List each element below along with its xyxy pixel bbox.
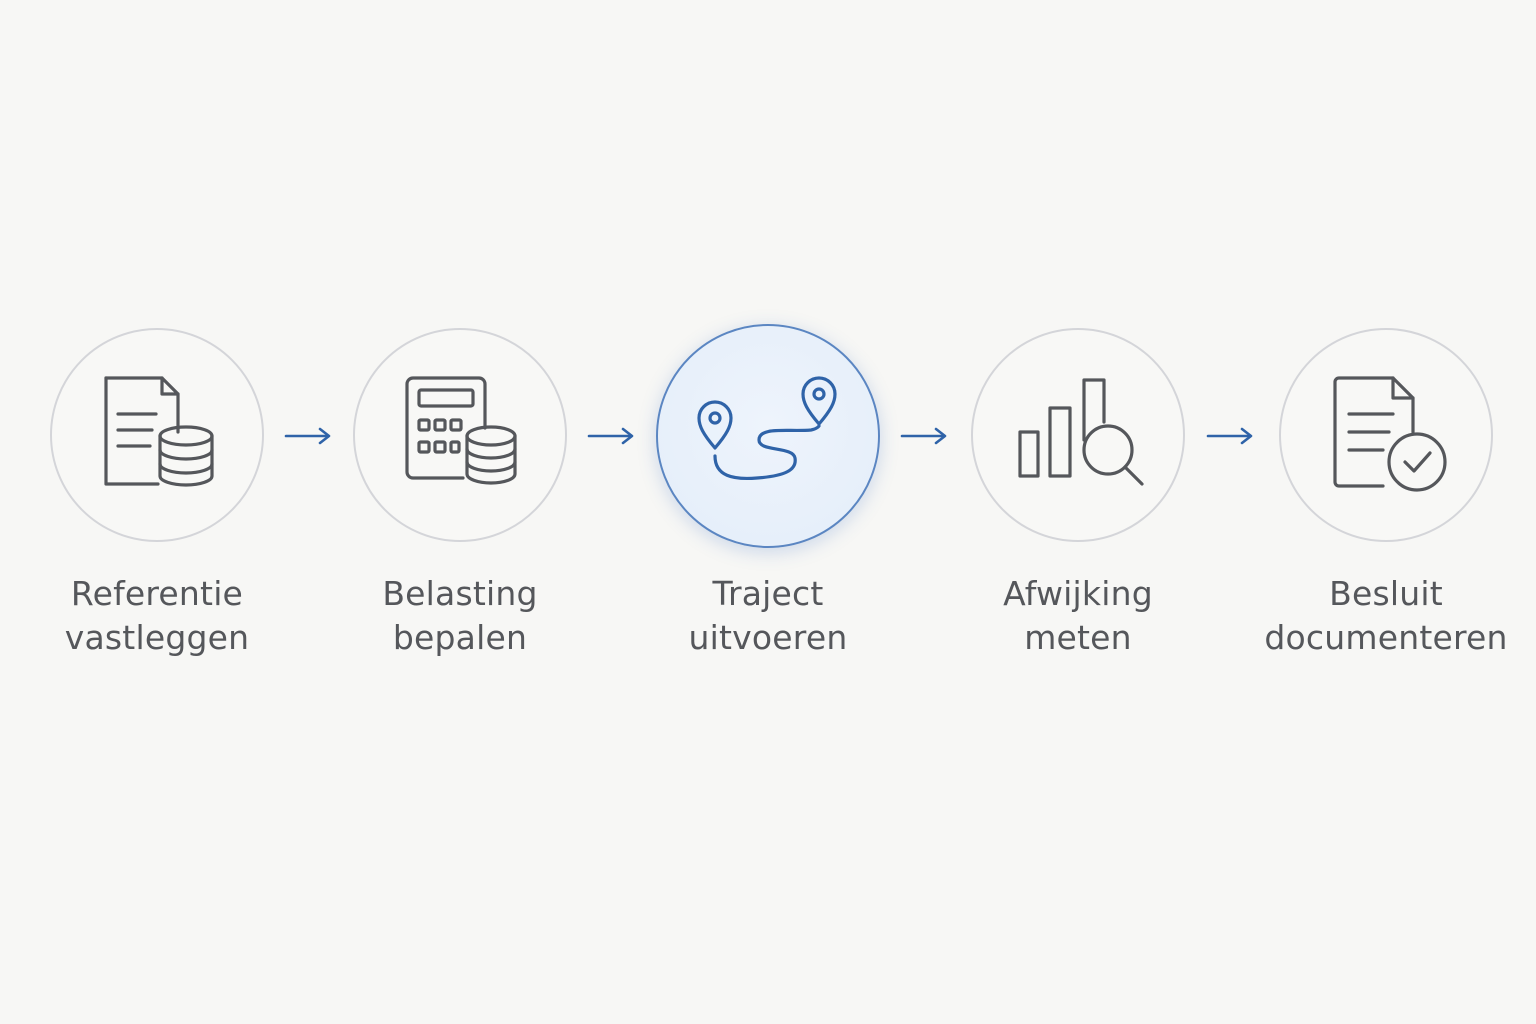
arrow-right-icon bbox=[900, 427, 947, 445]
step-label-line1: Afwijking bbox=[1003, 574, 1153, 613]
step-label: Besluit documenteren bbox=[1264, 572, 1507, 660]
step-besluit: Besluit documenteren bbox=[1256, 328, 1516, 660]
arrow-right-icon bbox=[587, 427, 634, 445]
document-check-icon bbox=[1321, 370, 1451, 500]
step-label-line2: documenteren bbox=[1264, 618, 1508, 657]
step-label-line1: Referentie bbox=[70, 574, 244, 613]
step-circle bbox=[971, 328, 1185, 542]
step-label-line1: Belasting bbox=[382, 574, 538, 613]
step-label-line1: Traject bbox=[712, 574, 824, 613]
step-afwijking: Afwijking meten bbox=[948, 328, 1208, 660]
step-circle-active bbox=[656, 324, 880, 548]
step-circle bbox=[50, 328, 264, 542]
step-label: Traject uitvoeren bbox=[689, 572, 848, 660]
step-traject: Traject uitvoeren bbox=[638, 324, 898, 660]
step-label-line2: bepalen bbox=[392, 618, 528, 657]
step-referentie: Referentie vastleggen bbox=[27, 328, 287, 660]
step-label-line1: Besluit bbox=[1329, 574, 1443, 613]
step-label: Afwijking meten bbox=[1003, 572, 1153, 660]
step-label: Referentie vastleggen bbox=[65, 572, 249, 660]
step-circle bbox=[1279, 328, 1493, 542]
step-circle bbox=[353, 328, 567, 542]
step-label: Belasting bepalen bbox=[382, 572, 537, 660]
step-label-line2: vastleggen bbox=[64, 618, 250, 657]
step-label-line2: meten bbox=[1024, 618, 1132, 657]
arrow-right-icon bbox=[1206, 427, 1253, 445]
calculator-database-icon bbox=[395, 370, 525, 500]
bar-chart-magnifier-icon bbox=[1008, 370, 1148, 500]
document-database-icon bbox=[92, 370, 222, 500]
step-label-line2: uitvoeren bbox=[688, 618, 848, 657]
route-pins-icon bbox=[693, 376, 843, 496]
arrow-right-icon bbox=[284, 427, 331, 445]
step-belasting: Belasting bepalen bbox=[330, 328, 590, 660]
